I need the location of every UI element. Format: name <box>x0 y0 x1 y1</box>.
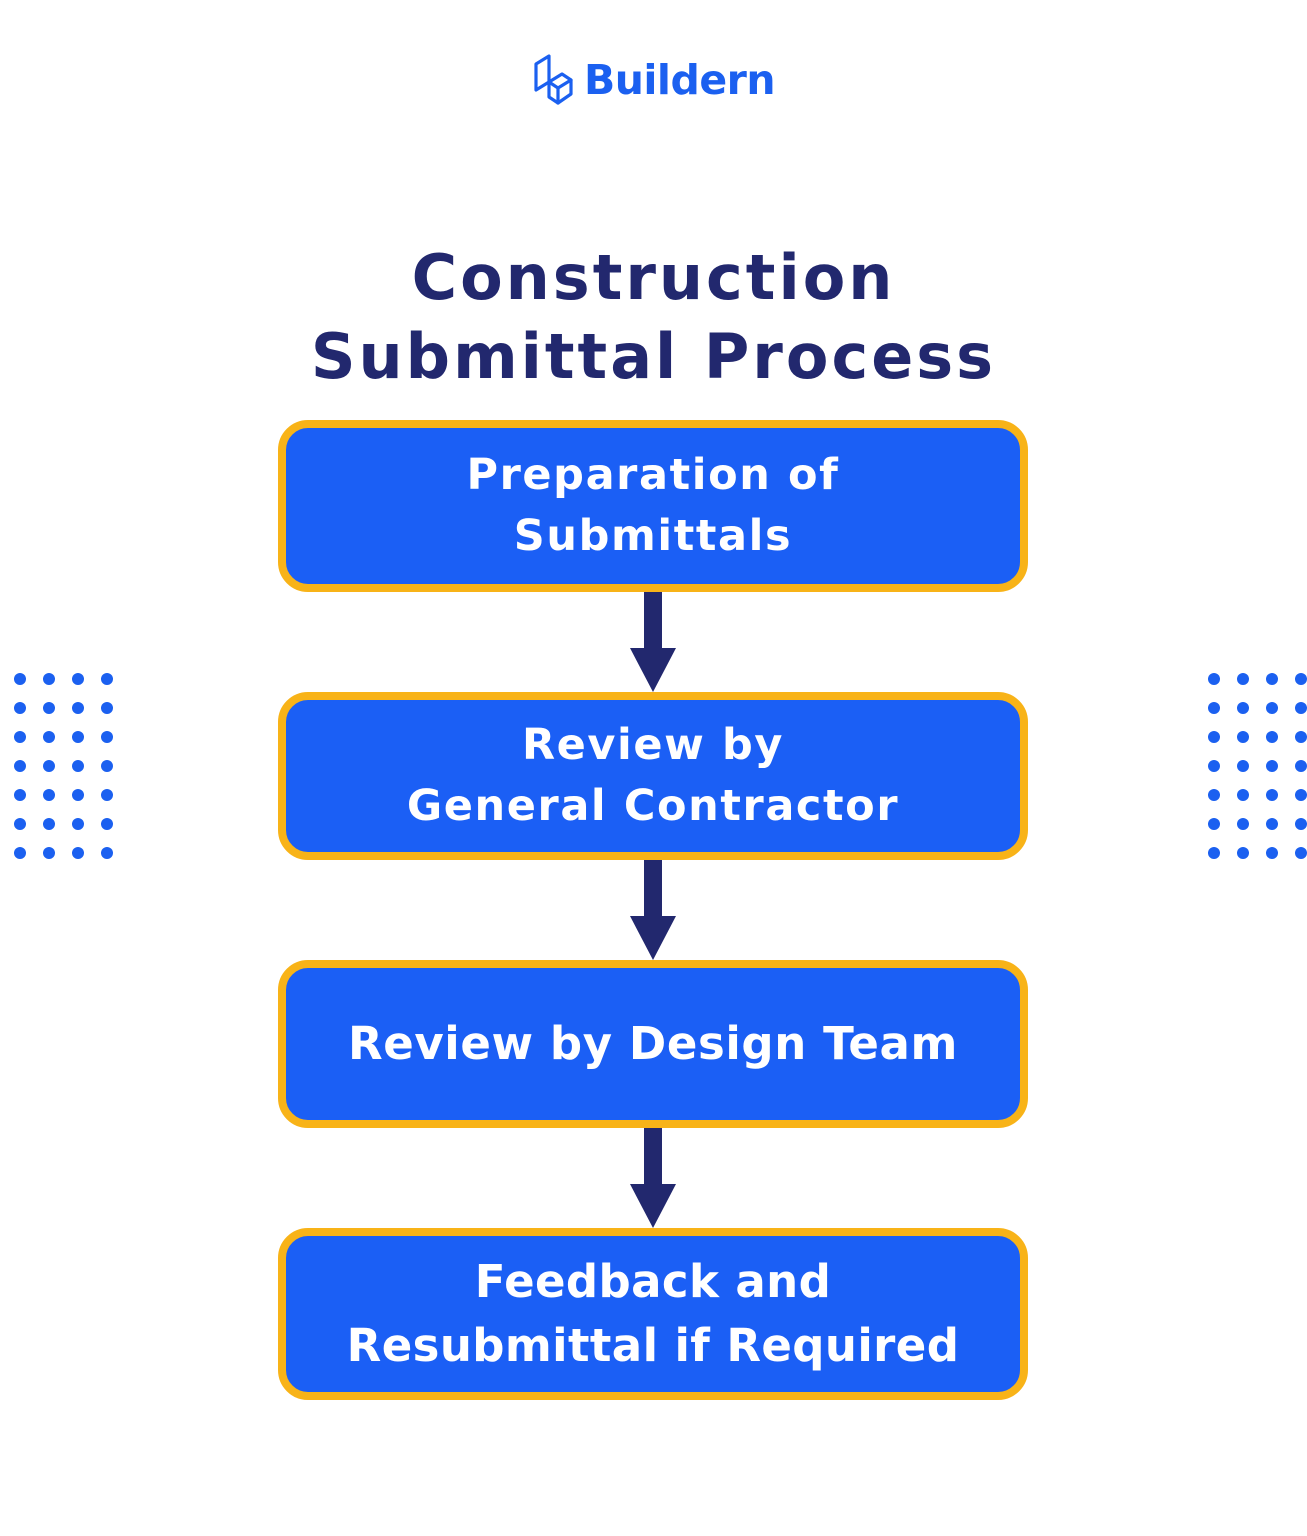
dot <box>1266 731 1278 743</box>
dot <box>14 760 26 772</box>
dot <box>1266 760 1278 772</box>
dot <box>14 673 26 685</box>
dot <box>1266 789 1278 801</box>
dot-grid-right <box>1208 673 1307 859</box>
dot <box>72 789 84 801</box>
brand-name: Buildern <box>583 55 776 104</box>
dot <box>1208 673 1220 685</box>
dot <box>43 760 55 772</box>
flow-connector-3 <box>278 1128 1028 1228</box>
dot <box>72 731 84 743</box>
dot-grid-left <box>14 673 113 859</box>
dot <box>101 702 113 714</box>
dot <box>1295 789 1307 801</box>
dot <box>1237 818 1249 830</box>
dot <box>1208 731 1220 743</box>
flow-step-1-line-2: Submittals <box>513 511 793 561</box>
flow-step-3-label: Review by Design Team <box>348 1012 958 1076</box>
dot <box>43 702 55 714</box>
down-arrow-icon <box>630 592 676 692</box>
dot <box>1295 702 1307 714</box>
dot <box>1208 702 1220 714</box>
flow-step-4-label: Feedback and Resubmittal if Required <box>347 1250 960 1378</box>
dot <box>1266 847 1278 859</box>
dot <box>43 789 55 801</box>
dot <box>1295 818 1307 830</box>
dot <box>1208 818 1220 830</box>
page-title-line-2: Submittal Process <box>310 319 997 393</box>
dot <box>72 673 84 685</box>
flow-step-2-line-1: Review by <box>521 719 785 770</box>
dot <box>1208 789 1220 801</box>
dot <box>43 847 55 859</box>
flow-step-1-line-1: Preparation of <box>466 449 840 500</box>
page-title-line-1: Construction <box>411 240 896 314</box>
dot <box>101 818 113 830</box>
dot <box>14 818 26 830</box>
dot <box>72 847 84 859</box>
flow-step-4-line-1: Feedback and <box>474 1255 832 1309</box>
dot <box>1237 760 1249 772</box>
down-arrow-icon <box>630 860 676 960</box>
flow-step-3-line-1: Review by Design Team <box>348 1017 958 1071</box>
dot <box>1295 731 1307 743</box>
dot <box>101 847 113 859</box>
brand-logo: Buildern <box>0 48 1307 112</box>
dot <box>1295 673 1307 685</box>
dot <box>14 847 26 859</box>
dot <box>14 702 26 714</box>
dot <box>14 789 26 801</box>
dot <box>14 731 26 743</box>
buildern-isometric-b-logo-icon <box>532 52 574 108</box>
dot <box>101 731 113 743</box>
flow-step-2[interactable]: Review by General Contractor <box>278 692 1028 860</box>
dot <box>1266 702 1278 714</box>
dot <box>1266 673 1278 685</box>
dot <box>1237 731 1249 743</box>
flow-step-1[interactable]: Preparation of Submittals <box>278 420 1028 592</box>
dot <box>72 760 84 772</box>
dot <box>1237 847 1249 859</box>
dot <box>101 760 113 772</box>
dot <box>1237 789 1249 801</box>
dot <box>1208 847 1220 859</box>
dot <box>1237 673 1249 685</box>
dot <box>1266 818 1278 830</box>
dot <box>43 731 55 743</box>
flow-step-4-line-2: Resubmittal if Required <box>346 1319 960 1372</box>
dot <box>43 818 55 830</box>
dot <box>1295 847 1307 859</box>
flow-step-2-line-2: General Contractor <box>406 781 900 831</box>
flow-connector-2 <box>278 860 1028 960</box>
dot <box>101 789 113 801</box>
dot <box>101 673 113 685</box>
dot <box>43 673 55 685</box>
page-title: Construction Submittal Process <box>0 238 1307 397</box>
flow-step-3[interactable]: Review by Design Team <box>278 960 1028 1128</box>
dot <box>72 702 84 714</box>
dot <box>1295 760 1307 772</box>
flow-step-2-label: Review by General Contractor <box>407 715 899 837</box>
down-arrow-icon <box>630 1128 676 1228</box>
flow-step-4[interactable]: Feedback and Resubmittal if Required <box>278 1228 1028 1400</box>
dot <box>72 818 84 830</box>
dot <box>1237 702 1249 714</box>
submittal-process-flowchart: Preparation of Submittals Review by Gene… <box>278 420 1028 1400</box>
dot <box>1208 760 1220 772</box>
flow-step-1-label: Preparation of Submittals <box>467 445 840 567</box>
flow-connector-1 <box>278 592 1028 692</box>
